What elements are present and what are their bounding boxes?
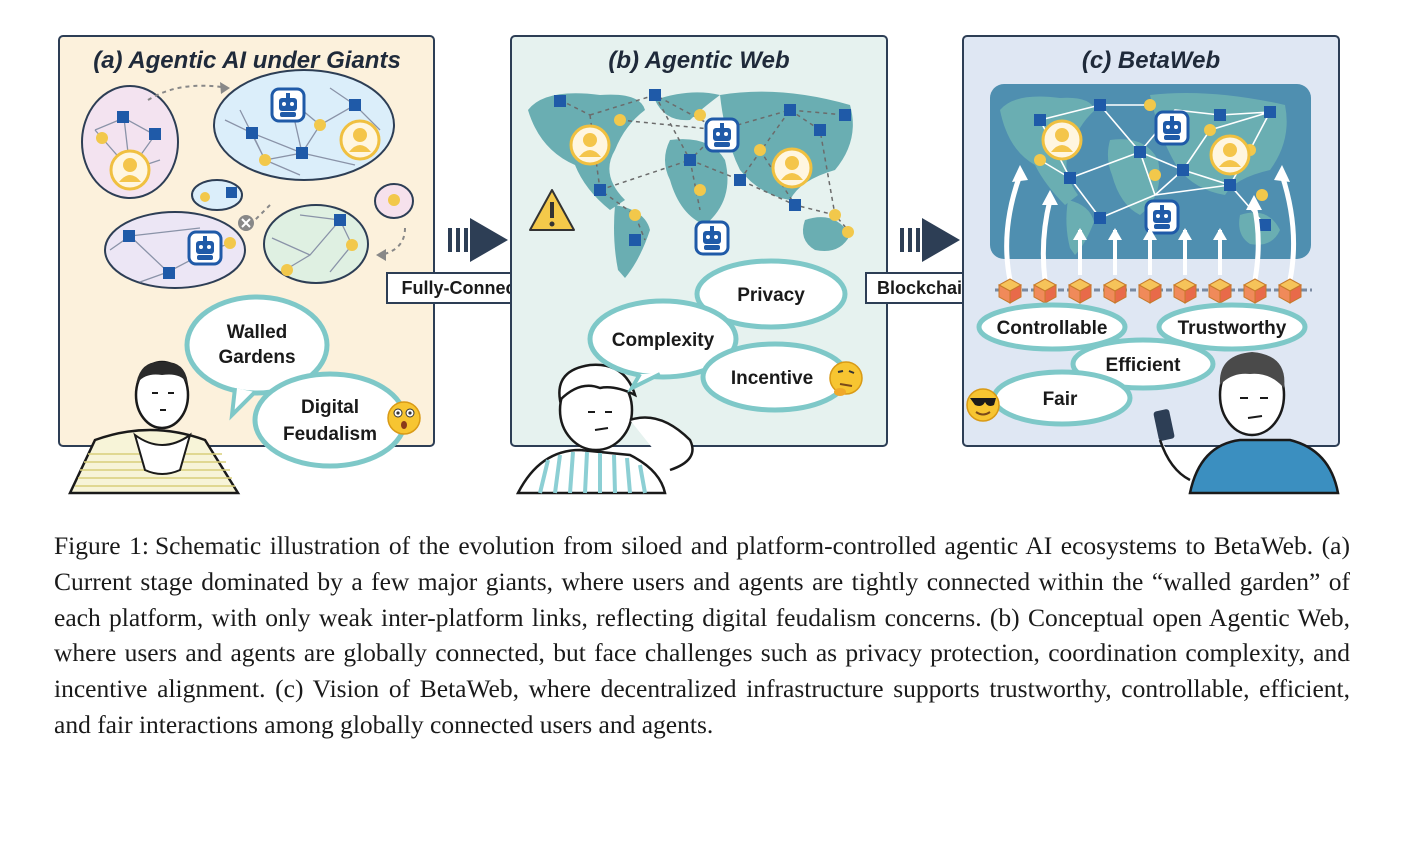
user-icon [339, 119, 381, 161]
figure-caption: Figure 1:Schematic illustration of the e… [54, 528, 1350, 743]
bubble-controllable: Controllable [976, 302, 1128, 352]
caption-label: Figure 1: [54, 531, 149, 560]
caption-text: Schematic illustration of the evolution … [54, 531, 1350, 739]
user-icon [1041, 119, 1083, 161]
betaweb-network [1034, 99, 1276, 235]
chain-arrows [1073, 228, 1227, 275]
global-network [554, 89, 854, 256]
bubble-walled-gardens: Walled Gardens [184, 294, 330, 421]
bubble-fair-text: Fair [1043, 389, 1078, 410]
person-b-illustration [515, 363, 694, 495]
bubble-complexity-text: Complexity [612, 330, 715, 351]
bubble-walled-line2: Gardens [218, 347, 295, 368]
bubble-fair: Fair [991, 369, 1133, 427]
robot-icon [1154, 110, 1190, 146]
bubble-feudal-line2: Feudalism [283, 424, 377, 445]
bubble-digital-feudalism: Digital Feudalism [252, 371, 408, 469]
figure-illustration: (a) Agentic AI under Giants [58, 35, 1340, 495]
emoji-flushed-icon [387, 401, 421, 435]
person-a-illustration [68, 360, 241, 495]
bubble-incentive-text: Incentive [731, 368, 813, 389]
bubble-controllable-text: Controllable [997, 318, 1108, 339]
bubble-efficient: Efficient [1070, 337, 1216, 391]
bubble-privacy: Privacy [694, 258, 848, 330]
panel-b-title: (b) Agentic Web [608, 47, 789, 74]
bubble-incentive: Incentive [700, 341, 850, 413]
user-icon [109, 149, 151, 191]
robot-icon [704, 117, 740, 153]
panel-a: (a) Agentic AI under Giants [58, 35, 435, 495]
label-fully-connected: Fully-Connected [401, 278, 542, 298]
user-icon [771, 147, 813, 189]
walled-garden-networks [81, 69, 414, 289]
panel-c-title: (c) BetaWeb [1082, 47, 1220, 74]
bubble-trustworthy-text: Trustworthy [1178, 318, 1287, 339]
user-icon [569, 124, 611, 166]
bubble-walled-line1: Walled [227, 322, 288, 343]
upward-arrowheads [1012, 165, 1290, 210]
bubble-complexity: Complexity [587, 298, 739, 393]
bubble-privacy-text: Privacy [737, 285, 805, 306]
emoji-sunglasses-icon [966, 388, 1000, 422]
person-c-illustration [1153, 352, 1340, 495]
panel-a-title: (a) Agentic AI under Giants [93, 47, 401, 74]
blockchain-chain [995, 278, 1312, 304]
robot-icon [187, 230, 223, 266]
bubble-feudal-line1: Digital [301, 397, 359, 418]
panel-c: (c) BetaWeb [962, 35, 1340, 495]
panel-b: (b) Agentic Web [510, 35, 888, 495]
warning-icon [529, 189, 575, 231]
upward-arrows [1004, 174, 1297, 281]
bubble-trustworthy: Trustworthy [1156, 302, 1308, 352]
emoji-thinking-icon [829, 361, 863, 396]
user-icon [1209, 134, 1251, 176]
robot-icon [694, 220, 730, 256]
robot-icon [270, 87, 306, 123]
robot-icon [1144, 199, 1180, 235]
label-blockchain: Blockchain [877, 278, 973, 298]
bubble-efficient-text: Efficient [1106, 355, 1182, 376]
